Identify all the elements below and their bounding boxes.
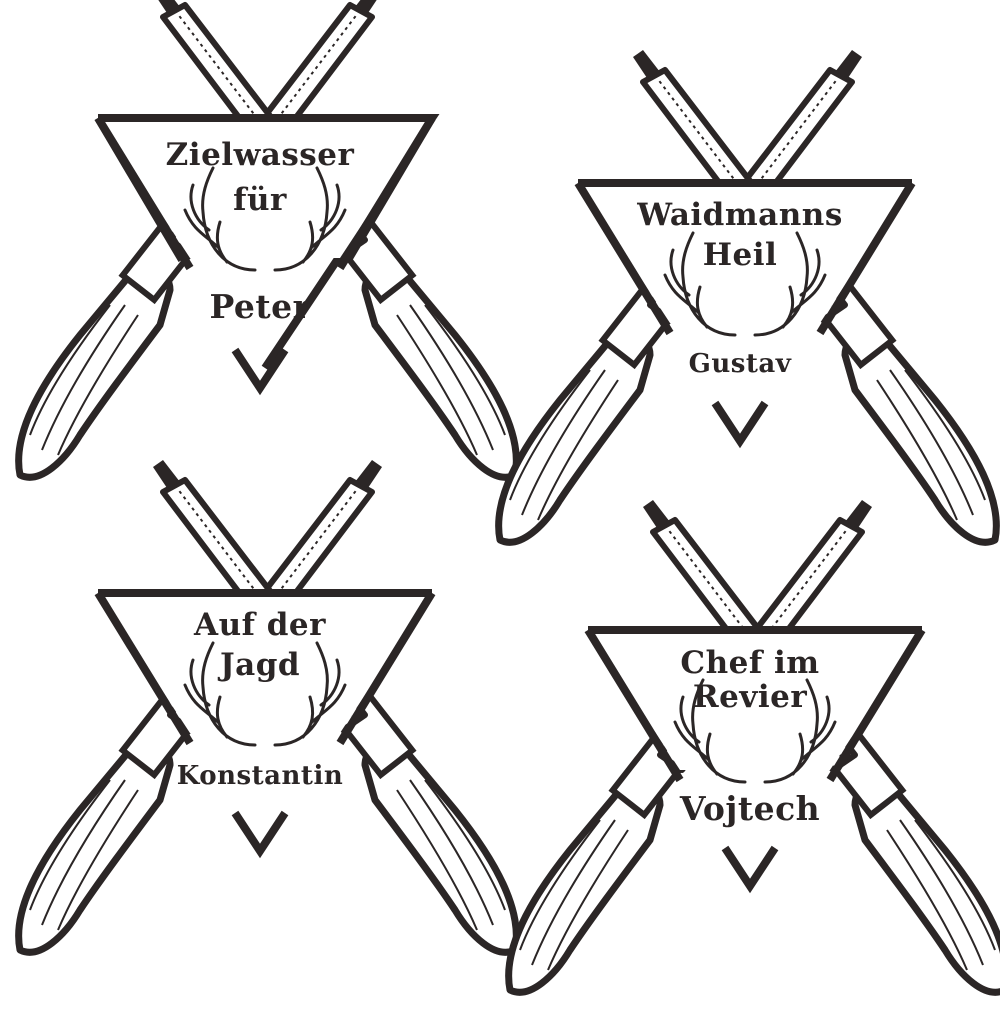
emblem-konstantin: Auf der Jagd Konstantin bbox=[10, 485, 510, 985]
emblem-name: Peter bbox=[209, 287, 311, 326]
emblem-line2: für bbox=[233, 182, 287, 218]
emblem-line2: Jagd bbox=[219, 647, 301, 683]
emblem-gustav: Waidmanns Heil Gustav bbox=[490, 75, 990, 575]
emblem-line1: Auf der bbox=[194, 607, 326, 643]
emblem-name: Vojtech bbox=[679, 789, 821, 828]
emblem-sheet: Zielwasser für Peter Waidmanns Heil Gust… bbox=[0, 0, 1000, 1000]
crossed-rifles-icon bbox=[10, 10, 510, 510]
crossed-rifles-icon bbox=[10, 485, 510, 985]
crossed-rifles-icon bbox=[500, 530, 1000, 1030]
emblem-peter: Zielwasser für Peter bbox=[10, 10, 510, 510]
emblem-line1: Zielwasser bbox=[165, 137, 355, 173]
emblem-name: Konstantin bbox=[176, 761, 344, 791]
emblem-name: Gustav bbox=[688, 349, 792, 379]
emblem-line2: Revier bbox=[692, 679, 808, 715]
emblem-line2: Heil bbox=[702, 237, 778, 273]
emblem-vojtech: Chef im Revier Vojtech bbox=[500, 530, 1000, 1030]
crossed-rifles-icon bbox=[490, 75, 990, 575]
emblem-line1: Chef im bbox=[680, 645, 820, 681]
emblem-line1: Waidmanns bbox=[637, 197, 843, 233]
